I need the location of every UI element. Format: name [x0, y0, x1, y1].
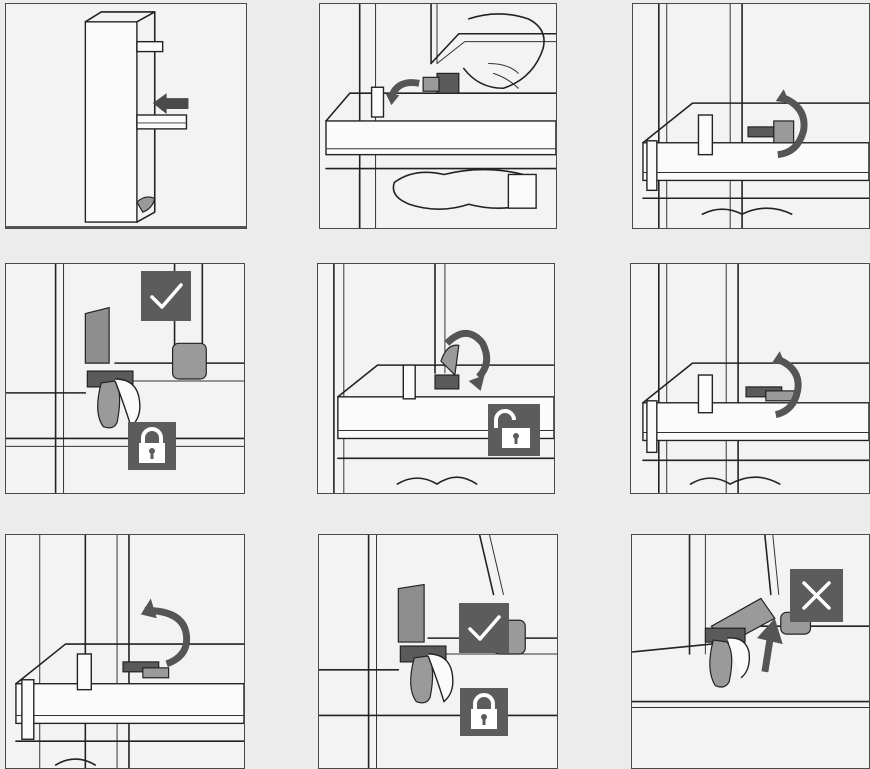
check-badge	[141, 271, 191, 321]
padlock-open-badge	[488, 404, 540, 456]
padlock-closed-icon	[128, 422, 176, 470]
panel-2-hand-clip	[319, 3, 557, 229]
padlock-closed-badge	[460, 688, 508, 736]
panel-7-rotate	[5, 534, 245, 769]
check-badge	[459, 603, 509, 653]
check-icon	[141, 271, 191, 321]
padlock-open-icon	[488, 404, 540, 456]
panel-5-rotate-open	[317, 263, 555, 494]
panel-4-locked	[5, 263, 245, 494]
panel-8-locked	[318, 534, 558, 769]
arrow-left-icon	[153, 93, 189, 114]
panel-6-rotate	[630, 263, 870, 494]
padlock-closed-icon	[460, 688, 508, 736]
cross-badge	[790, 569, 843, 622]
panel-3-rotate	[632, 3, 870, 229]
check-icon	[459, 603, 509, 653]
panel-1-appliance	[5, 3, 247, 229]
rotate-arrow-icon	[145, 610, 187, 664]
padlock-closed-badge	[128, 422, 176, 470]
panel-9-wrong	[631, 534, 870, 769]
cross-icon	[790, 569, 843, 622]
